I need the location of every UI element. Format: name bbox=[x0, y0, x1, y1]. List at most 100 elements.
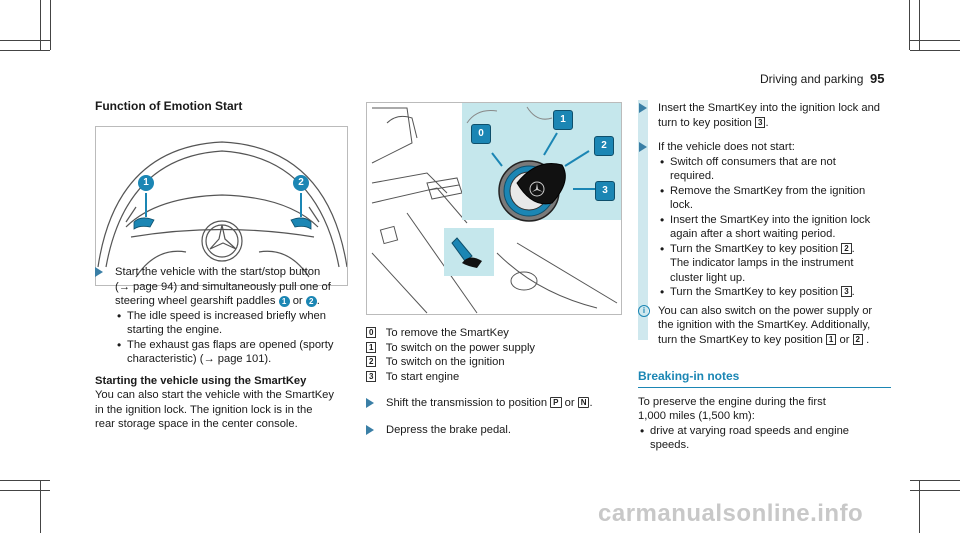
period: . bbox=[851, 242, 855, 255]
period: . bbox=[851, 286, 855, 298]
period: . bbox=[589, 397, 593, 409]
crop-mark bbox=[0, 480, 50, 481]
callout-badge-2-inline: 2 bbox=[305, 296, 317, 307]
key-position-2-label: 2 bbox=[594, 136, 614, 156]
legend-item: 3 To start engine bbox=[366, 370, 636, 385]
note-line: the ignition with the SmartKey. Addition… bbox=[658, 319, 871, 331]
instruction-step: Insert the SmartKey into the ignition lo… bbox=[638, 101, 898, 130]
note-text: turn the SmartKey to key position bbox=[658, 333, 823, 346]
steering-wheel-illustration: 1 2 bbox=[95, 126, 348, 286]
period: . bbox=[316, 295, 320, 307]
list-item-line: The idle speed is increased briefly when bbox=[127, 309, 326, 322]
key-position-3-label: 3 bbox=[595, 181, 615, 201]
note-line: You can also switch on the power supply … bbox=[658, 304, 873, 317]
crop-mark bbox=[910, 50, 960, 51]
step-line: (→ page 94) and simultaneously pull one … bbox=[115, 280, 331, 293]
legend-key: 0 bbox=[366, 327, 377, 338]
instruction-sidebar-bar bbox=[638, 100, 648, 340]
note-line: turn the SmartKey to key position 1 or 2… bbox=[658, 333, 898, 348]
subheading-smartkey: Starting the vehicle using the SmartKey bbox=[95, 374, 307, 387]
legend-item: 0 To remove the SmartKey bbox=[366, 326, 636, 341]
steering-wheel-drawing bbox=[97, 141, 347, 278]
legend-text: To remove the SmartKey bbox=[385, 327, 509, 339]
crop-mark bbox=[909, 0, 910, 50]
step-line: Start the vehicle with the start/stop bu… bbox=[115, 266, 321, 278]
step-line: turn to key position 3. bbox=[658, 116, 898, 131]
watermark: carmanualsonline.info bbox=[598, 500, 864, 527]
paragraph-line: You can also start the vehicle with the … bbox=[95, 389, 335, 401]
list-item-line: Remove the SmartKey from the ignition bbox=[670, 184, 866, 197]
list-item-line: drive at varying road speeds and engine bbox=[650, 424, 850, 437]
list-item-line: Turn the SmartKey to key position 3. bbox=[670, 285, 898, 300]
key-position-1-label: 1 bbox=[553, 110, 573, 130]
callout-badge-1: 1 bbox=[138, 175, 154, 191]
legend-key: 2 bbox=[366, 356, 377, 367]
crop-mark bbox=[919, 480, 920, 533]
list-item: Turn the SmartKey to key position 2. The… bbox=[658, 242, 898, 286]
gear-n-key: N bbox=[577, 397, 590, 408]
list-item-text: Turn the SmartKey to key position bbox=[670, 242, 839, 255]
section-heading-emotion-start: Function of Emotion Start bbox=[95, 99, 243, 113]
legend-text: To switch on the ignition bbox=[385, 356, 505, 368]
instruction-step: Start the vehicle with the start/stop bu… bbox=[95, 265, 355, 367]
crop-mark bbox=[0, 50, 50, 51]
list-item: Turn the SmartKey to key position 3. bbox=[658, 285, 898, 300]
instruction-step: If the vehicle does not start: Switch of… bbox=[638, 140, 898, 300]
list-item-line: Insert the SmartKey into the ignition lo… bbox=[670, 213, 871, 226]
step-arrow-icon bbox=[639, 103, 647, 113]
crop-mark bbox=[0, 40, 50, 41]
ignition-lock-illustration: 0 1 2 3 bbox=[366, 102, 622, 315]
instruction-step: Depress the brake pedal. bbox=[366, 423, 636, 438]
paragraph-line: 1,000 miles (1,500 km): bbox=[638, 410, 755, 422]
paragraph-line: rear storage space in the center console… bbox=[95, 418, 298, 430]
info-icon: i bbox=[638, 304, 650, 317]
instruction-step: Shift the transmission to position P or … bbox=[366, 396, 636, 411]
or-text: or bbox=[292, 295, 303, 307]
list-item-line: The indicator lamps in the instrument bbox=[670, 257, 854, 269]
crop-mark bbox=[40, 480, 41, 533]
step-arrow-icon bbox=[366, 398, 374, 408]
key-position-key: 2 bbox=[841, 242, 852, 254]
paragraph-line: To preserve the engine during the first bbox=[638, 395, 826, 408]
step-text: Depress the brake pedal. bbox=[386, 423, 512, 436]
list-item: The idle speed is increased briefly when… bbox=[115, 309, 355, 338]
callout-badge-1-inline: 1 bbox=[278, 296, 290, 307]
running-header-section: Driving and parking bbox=[760, 72, 864, 86]
step-line: If the vehicle does not start: bbox=[658, 141, 795, 153]
paragraph-line: in the ignition lock. The ignition lock … bbox=[95, 403, 313, 416]
list-item-line: speeds. bbox=[650, 439, 690, 451]
crop-mark bbox=[40, 0, 41, 50]
page-number: 95 bbox=[870, 71, 885, 86]
step-arrow-icon bbox=[639, 142, 647, 152]
list-item-line: again after a short waiting period. bbox=[670, 228, 836, 240]
crop-mark bbox=[910, 40, 960, 41]
step-arrow-icon bbox=[95, 267, 103, 277]
period: . bbox=[765, 116, 769, 129]
step-text: steering wheel gearshift paddles bbox=[115, 295, 276, 307]
list-item-text: Turn the SmartKey to key position bbox=[670, 286, 839, 298]
section-title-breaking-in: Breaking-in notes bbox=[638, 369, 891, 388]
step-line: Insert the SmartKey into the ignition lo… bbox=[658, 102, 881, 114]
crop-mark bbox=[910, 490, 960, 491]
list-item: Insert the SmartKey into the ignition lo… bbox=[658, 213, 898, 242]
legend-item: 2 To switch on the ignition bbox=[366, 355, 636, 370]
step-text: turn to key position bbox=[658, 116, 752, 129]
step-arrow-icon bbox=[366, 424, 374, 435]
center-console-drawing bbox=[371, 103, 621, 314]
key-position-key: 3 bbox=[755, 116, 766, 128]
crop-mark bbox=[0, 490, 50, 491]
crop-mark bbox=[919, 0, 920, 50]
list-item-line: cluster light up. bbox=[670, 271, 746, 284]
key-position-key: 1 bbox=[825, 333, 837, 345]
list-item-line: Switch off consumers that are not bbox=[670, 155, 836, 168]
key-position-0-label: 0 bbox=[471, 124, 491, 144]
legend-key: 3 bbox=[366, 370, 377, 382]
list-item-line: Turn the SmartKey to key position 2. bbox=[670, 242, 898, 257]
legend-key: 1 bbox=[366, 341, 377, 353]
step-text: Shift the transmission to position bbox=[386, 397, 548, 409]
list-item: Remove the SmartKey from the ignition lo… bbox=[658, 184, 898, 213]
list-item: Switch off consumers that are not requir… bbox=[658, 155, 898, 184]
legend-text: To start engine bbox=[385, 370, 460, 383]
key-position-key: 3 bbox=[841, 286, 852, 297]
list-item-line: required. bbox=[670, 170, 715, 182]
